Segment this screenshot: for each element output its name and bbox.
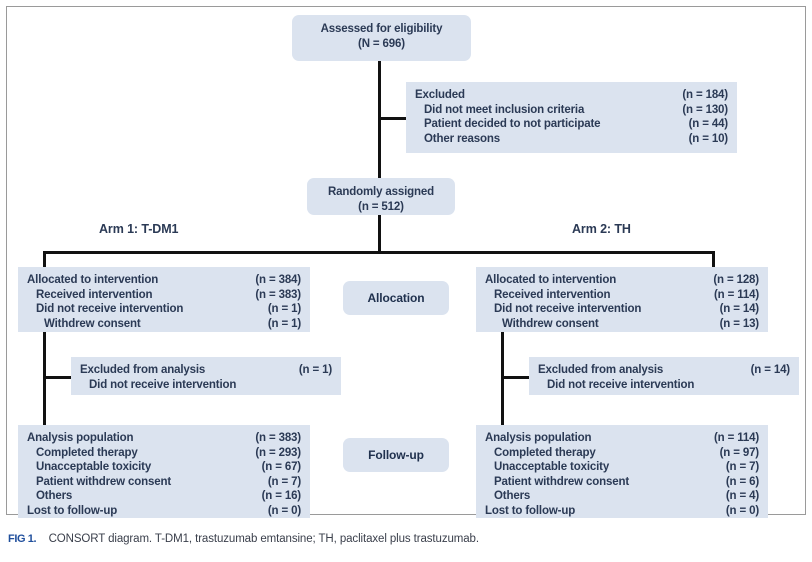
- arm1-excluded-row: Excluded from analysis (n = 1): [80, 364, 332, 376]
- arm2-followup-row: Analysis population (n = 114): [485, 432, 759, 444]
- arm1-allocation-row: Did not receive intervention (n = 1): [36, 303, 301, 316]
- arm2-allocation-row: Withdrew consent (n = 13): [502, 317, 759, 330]
- arm1-allocation-row: Received intervention (n = 383): [36, 288, 301, 301]
- connector-split-to-arm2: [712, 251, 715, 267]
- arm1-excluded-row: Did not receive intervention: [89, 378, 237, 391]
- randomized-count: (n = 512): [358, 200, 404, 213]
- node-arm1-allocation: Allocated to intervention (n = 384) Rece…: [18, 267, 310, 332]
- diagram-frame: Assessed for eligibility (N = 696) Exclu…: [6, 6, 806, 518]
- arm1-allocation-row: Allocated to intervention (n = 384): [27, 274, 301, 286]
- arm1-followup-row: Patient withdrew consent (n = 7): [36, 475, 301, 488]
- stage-label-allocation: Allocation: [343, 281, 449, 315]
- randomized-title: Randomly assigned: [327, 186, 435, 198]
- arm2-allocation-row: Did not receive intervention (n = 14): [494, 303, 759, 316]
- assessed-count: (N = 696): [358, 37, 405, 50]
- arm1-followup-row: Lost to follow-up (n = 0): [27, 504, 301, 517]
- arm1-allocation-row: Withdrew consent (n = 1): [44, 317, 301, 330]
- connector-randomized-down: [378, 214, 381, 254]
- arm1-followup-row: Unacceptable toxicity (n = 67): [36, 461, 301, 474]
- connector-trunk-to-excluded: [378, 117, 406, 120]
- node-arm2-excluded-from-analysis: Excluded from analysis (n = 14) Did not …: [529, 357, 799, 395]
- connector-arm2-to-excluded: [501, 376, 529, 379]
- arm2-allocation-row: Received intervention (n = 114): [494, 288, 759, 301]
- arm2-allocation-row: Allocated to intervention (n = 128): [485, 274, 759, 286]
- arm1-followup-row: Completed therapy (n = 293): [36, 446, 301, 459]
- connector-split-to-arm1: [43, 251, 46, 267]
- arm2-followup-row: Others (n = 4): [494, 490, 759, 503]
- node-assessed-for-eligibility: Assessed for eligibility (N = 696): [292, 15, 471, 61]
- node-arm2-allocation: Allocated to intervention (n = 128) Rece…: [476, 267, 768, 332]
- node-randomly-assigned: Randomly assigned (n = 512): [307, 178, 455, 215]
- arm1-followup-row: Others (n = 16): [36, 490, 301, 503]
- node-excluded: Excluded (n = 184) Did not meet inclusio…: [406, 82, 737, 153]
- connector-arm-split-bar: [43, 251, 715, 254]
- figure-number: FIG 1.: [8, 533, 37, 545]
- arm1-label: Arm 1: T-DM1: [99, 222, 179, 236]
- arm2-excluded-row: Did not receive intervention: [547, 378, 695, 391]
- node-arm1-excluded-from-analysis: Excluded from analysis (n = 1) Did not r…: [71, 357, 341, 395]
- stage-label-followup: Follow-up: [343, 438, 449, 472]
- arm2-excluded-row: Excluded from analysis (n = 14): [538, 364, 790, 376]
- arm1-followup-row: Analysis population (n = 383): [27, 432, 301, 444]
- figure-caption-text: CONSORT diagram. T-DM1, trastuzumab emta…: [48, 533, 479, 545]
- excluded-row: Excluded (n = 184): [415, 89, 728, 101]
- arm2-followup-row: Completed therapy (n = 97): [494, 446, 759, 459]
- connector-arm1-to-excluded: [43, 376, 71, 379]
- assessed-title: Assessed for eligibility: [320, 23, 443, 35]
- arm2-followup-row: Unacceptable toxicity (n = 7): [494, 461, 759, 474]
- excluded-row: Patient decided to not participate (n = …: [424, 118, 728, 131]
- excluded-row: Other reasons (n = 10): [424, 132, 728, 145]
- node-arm2-followup: Analysis population (n = 114) Completed …: [476, 425, 768, 518]
- arm2-followup-row: Lost to follow-up (n = 0): [485, 504, 759, 517]
- figure-caption: FIG 1. CONSORT diagram. T-DM1, trastuzum…: [8, 533, 804, 545]
- arm2-followup-row: Patient withdrew consent (n = 6): [494, 475, 759, 488]
- arm2-label: Arm 2: TH: [572, 222, 631, 236]
- node-arm1-followup: Analysis population (n = 383) Completed …: [18, 425, 310, 518]
- excluded-row: Did not meet inclusion criteria (n = 130…: [424, 103, 728, 116]
